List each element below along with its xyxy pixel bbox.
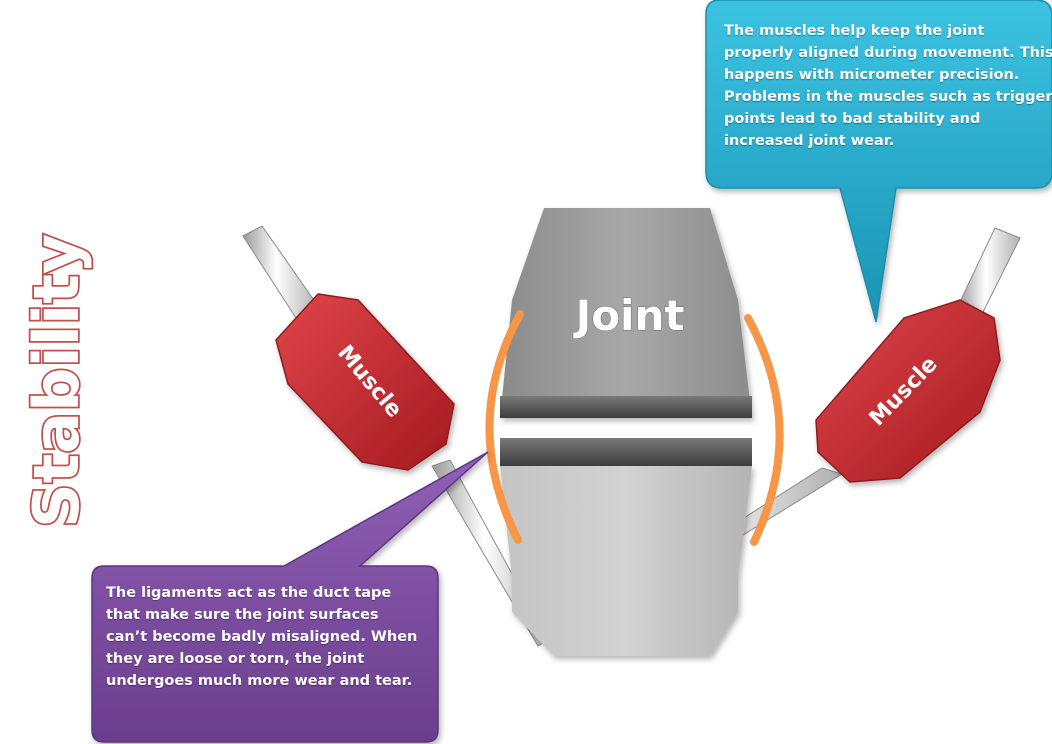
ligament-callout [91, 451, 489, 743]
joint-top-bone [500, 208, 752, 418]
joint-bottom-bone [500, 466, 752, 656]
muscle-callout [705, 0, 1052, 323]
ligament-left [485, 310, 524, 544]
upper-cartilage [500, 396, 752, 418]
ligament-callout-text: The ligaments act as the duct tape that … [106, 585, 418, 689]
ligament-right [744, 314, 784, 546]
muscle-callout-text: The muscles help keep the joint properly… [724, 23, 1052, 149]
joint-label: Joint [573, 291, 685, 340]
lower-cartilage [500, 438, 752, 466]
left-tendon-upper [242, 225, 319, 319]
title-stability: Stability [20, 234, 93, 528]
right-muscle [815, 299, 1001, 483]
left-muscle [275, 293, 455, 471]
